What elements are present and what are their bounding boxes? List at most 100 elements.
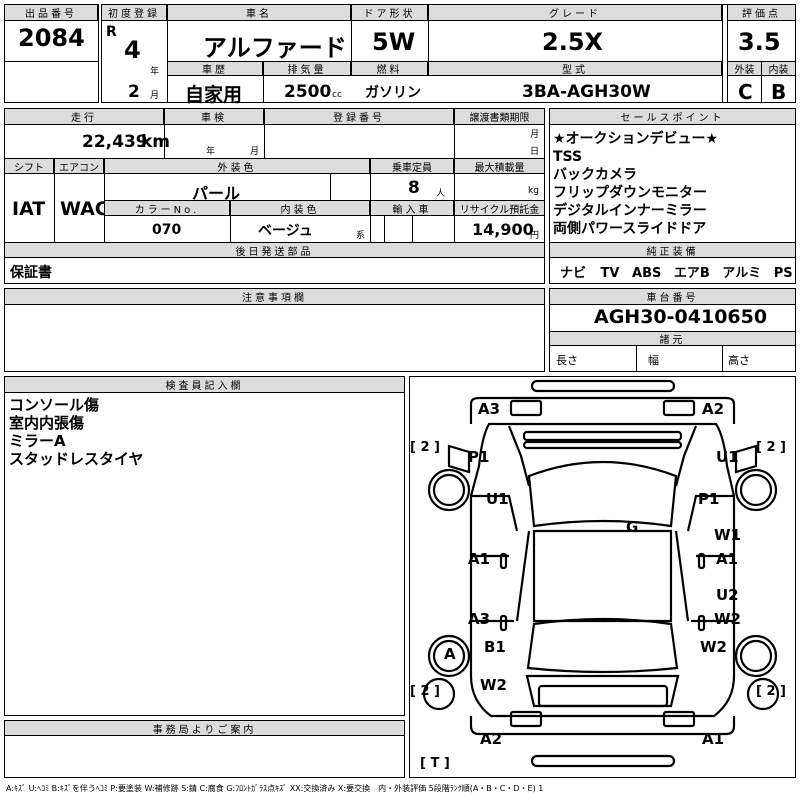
shift-value: IAT: [12, 198, 46, 220]
list-item: 室内内張傷: [9, 414, 85, 432]
car-name: アルファード: [203, 34, 347, 62]
ac-header: エアコン: [54, 158, 104, 174]
mark-w2-right2: W2: [700, 638, 727, 656]
divider: [164, 108, 165, 158]
divider: [98, 4, 101, 103]
divider: [101, 4, 102, 103]
list-item: ★オークションデビュー★: [553, 131, 719, 147]
car-diagram: [422, 379, 780, 768]
transfer-month-unit: 月: [530, 130, 540, 140]
import-label: 輸入車: [392, 204, 432, 216]
mark-p1-left: P1: [468, 448, 490, 466]
transfer-day-unit: 日: [530, 147, 540, 157]
office-header: 事務局よりご案内: [4, 720, 405, 736]
chassis-label: 車台番号: [646, 293, 699, 304]
mark-bracket-br: [ 2 ]: [756, 684, 786, 699]
list-item: バックカメラ: [553, 167, 637, 183]
divider: [263, 61, 264, 103]
model-header: 型式: [428, 61, 722, 76]
mark-a1-left: A1: [468, 550, 491, 568]
dims-length: 長さ: [556, 354, 578, 367]
divider: [412, 216, 413, 242]
dims-height: 高さ: [728, 354, 750, 367]
intcolor-value: ベージュ: [258, 223, 313, 239]
score-label: 評価点: [742, 9, 781, 20]
history-value: 自家用: [185, 84, 243, 106]
mark-u1-left: U1: [486, 490, 509, 508]
mark-a1-right: A1: [716, 550, 739, 568]
equipment-header: 純正装備: [549, 242, 796, 258]
inspector-label: 検査員記入欄: [165, 381, 244, 392]
mark-bracket-tr: [ 2 ]: [756, 440, 786, 455]
list-item: スタッドレスタイヤ: [9, 450, 144, 468]
mark-u2-right: U2: [716, 586, 739, 604]
equipment-list: ナビ TV ABS エアB アルミ PS PW: [560, 262, 800, 281]
lot-label: 出品番号: [25, 9, 77, 20]
divider: [636, 346, 637, 372]
equipment-label: 純正装備: [646, 246, 699, 258]
mileage-value: 22,439: [82, 132, 148, 152]
mark-a3-left: A3: [468, 610, 491, 628]
mark-b1-left: B1: [484, 638, 506, 656]
salespoints-header: セールスポイント: [549, 108, 796, 125]
lot-number: 2084: [18, 24, 85, 52]
capacity-unit: 人: [436, 189, 446, 199]
recycle-label: リサイクル預託金: [459, 204, 540, 216]
divider: [722, 346, 723, 372]
list-item: 両側パワースライドドア: [553, 221, 707, 237]
chassis-header: 車台番号: [549, 288, 796, 305]
intcolor-label: 内装色: [280, 204, 320, 216]
carname-label: 車名: [246, 9, 272, 20]
load-label: 最大積載量: [474, 162, 525, 174]
fuel-label: 燃料: [376, 65, 403, 76]
carname-header: 車名: [167, 4, 351, 21]
recycle-header: リサイクル預託金: [454, 200, 545, 216]
divider: [230, 200, 231, 242]
reg-month: 2: [128, 82, 140, 102]
list-item: エアB: [673, 266, 710, 281]
shift-header: シフト: [4, 158, 54, 174]
list-item: ナビ: [560, 266, 587, 281]
door-value: 5W: [372, 28, 416, 56]
divider: [351, 4, 352, 61]
inspection-year-unit: 年: [206, 147, 216, 157]
mark-p1-right: P1: [698, 490, 720, 508]
divider: [330, 174, 331, 200]
colorno-value: 070: [152, 222, 182, 238]
reg-year-unit: 年: [150, 67, 160, 77]
fuel-value: ガソリン: [365, 85, 421, 101]
mark-g: G: [626, 518, 639, 536]
salespoints-label: セールスポイント: [620, 113, 725, 124]
shift-label: シフト: [14, 162, 44, 174]
divider: [727, 4, 728, 103]
door-header: ドア形状: [351, 4, 428, 21]
dims-header: 諸元: [549, 331, 796, 346]
intcolor-header: 内装色: [230, 200, 370, 216]
capacity-header: 乗車定員: [370, 158, 454, 174]
mark-a-tire: A: [444, 645, 456, 663]
disp-unit: cc: [332, 90, 342, 100]
legend: A:ｷｽﾞ U:ﾍｺﾐ B:ｷｽﾞを伴うﾍｺﾐ P:要塗装 W:補修跡 S:錆 …: [6, 784, 544, 793]
regno-label: 登録番号: [333, 113, 385, 124]
divider: [4, 61, 98, 62]
divider: [384, 216, 385, 242]
score-value: 3.5: [738, 28, 781, 56]
grade-label: グレード: [549, 9, 601, 20]
extcolor-value: パール: [192, 184, 241, 203]
capacity-value: 8: [408, 178, 420, 198]
disp-label: 排気量: [287, 65, 327, 76]
divider: [761, 61, 762, 103]
ext-label: 外装: [734, 65, 755, 76]
list-item: ミラーA: [9, 432, 66, 450]
divider: [722, 4, 723, 103]
int-value: B: [771, 80, 787, 104]
mark-u1-right: U1: [716, 448, 739, 466]
grade-header: グレード: [428, 4, 722, 21]
list-item: フリップダウンモニター: [553, 185, 707, 201]
dims-width: 幅: [648, 354, 659, 367]
door-label: ドア形状: [363, 9, 416, 20]
mark-bracket-t: [ T ]: [420, 756, 450, 771]
extcolor-label: 外装色: [217, 162, 257, 174]
divider: [167, 4, 168, 103]
import-header: 輸入車: [370, 200, 454, 216]
